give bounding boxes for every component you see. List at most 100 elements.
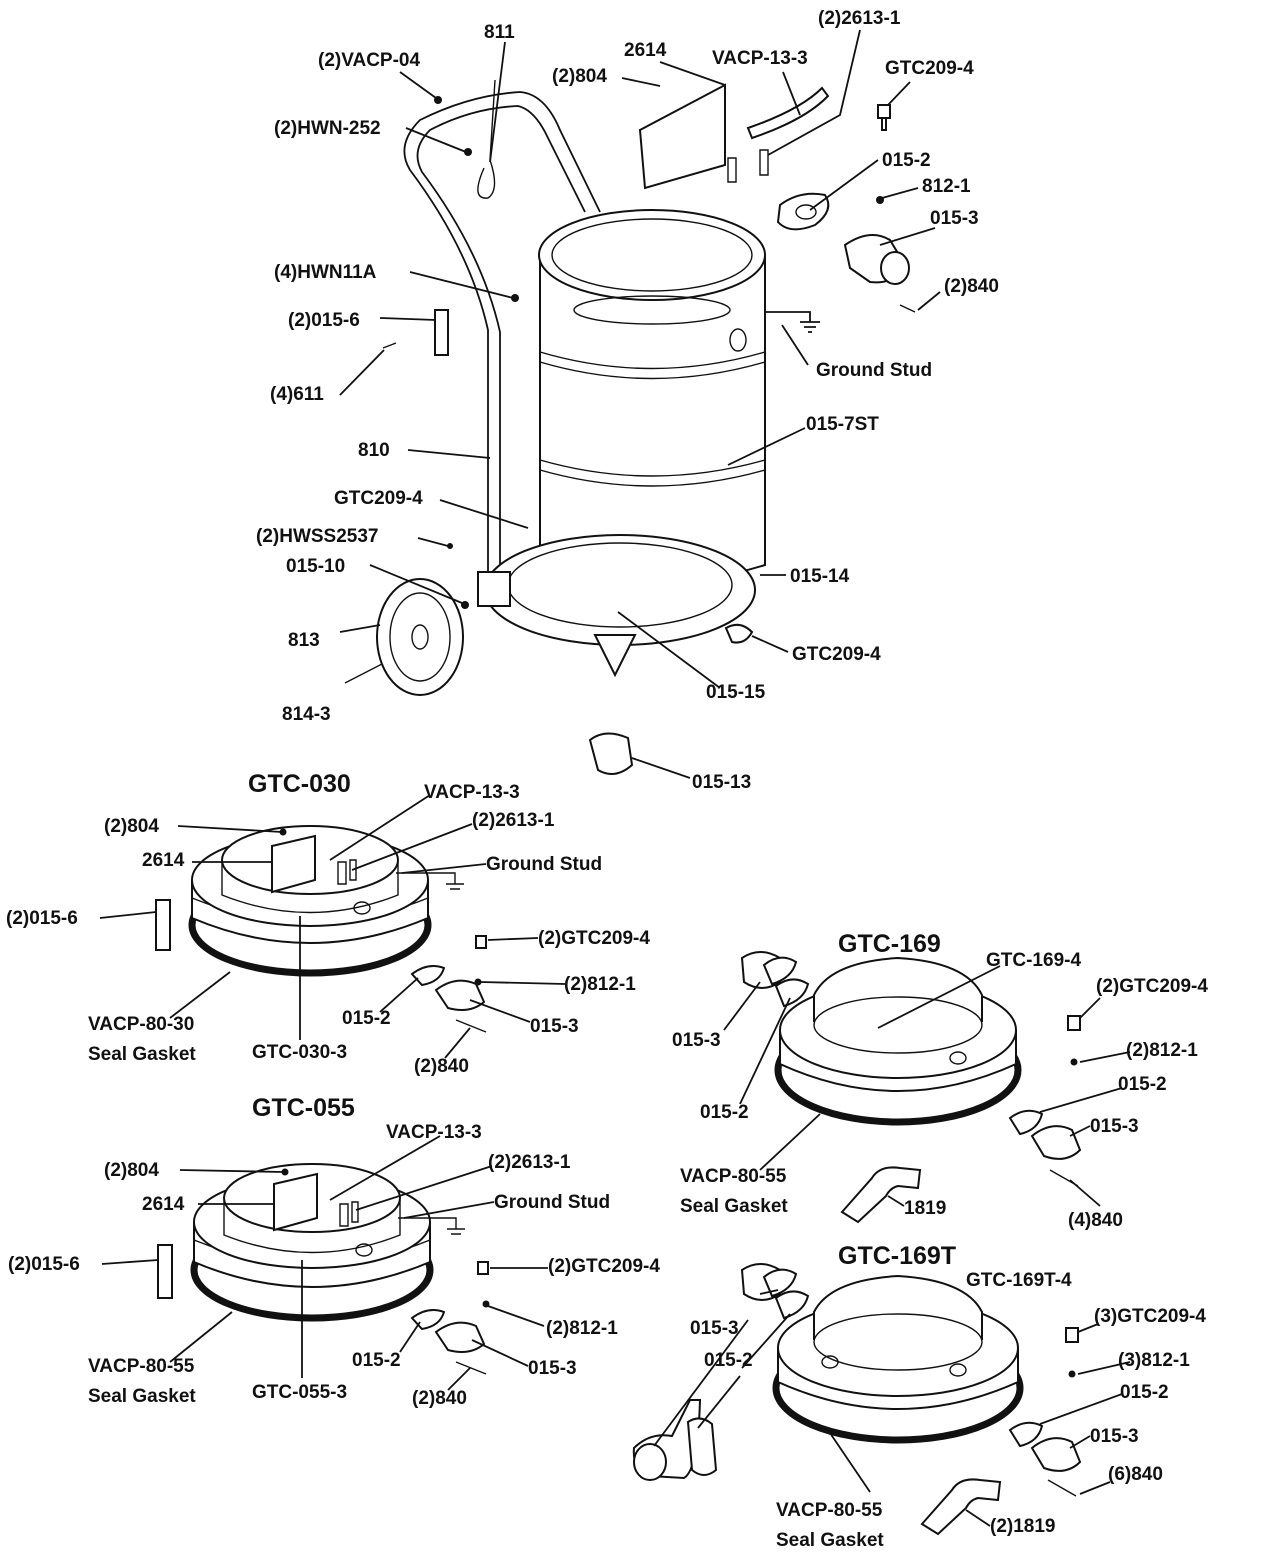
hook-811 <box>477 79 496 199</box>
label-gtc030-812-1: (2)812-1 <box>564 974 636 995</box>
top-assembly: (2)VACP-04 811 2614 (2)804 VACP-13-3 (2)… <box>256 8 999 793</box>
label-gtc055-015-3: 015-3 <box>528 1358 577 1379</box>
label-gtc169t-body: GTC-169T-4 <box>966 1270 1072 1291</box>
ground-stud-symbol <box>765 311 820 333</box>
label-gtc055-gtc209-4: (2)GTC209-4 <box>548 1256 660 1277</box>
label-gtc169-body: GTC-169-4 <box>986 950 1081 971</box>
label-ground-stud: Ground Stud <box>816 360 932 381</box>
strap-vacp-13-3 <box>746 86 830 140</box>
label-gtc169-gasket-name: Seal Gasket <box>680 1196 788 1217</box>
gasket-plate-015-2 <box>776 192 830 231</box>
label-gtc169t-gtc209-4: (3)GTC209-4 <box>1094 1306 1206 1327</box>
label-2613-1: (2)2613-1 <box>818 8 901 29</box>
label-814-3: 814-3 <box>282 704 331 725</box>
label-811: 811 <box>484 22 515 43</box>
gtc-055-assembly: GTC-055 VACP-13-3 <box>8 1094 660 1409</box>
label-gtc030-gasket-part: VACP-80-30 <box>88 1014 194 1035</box>
gtc-030-assembly: GTC-030 VACP-13-3 <box>6 770 650 1077</box>
label-gtc055-vacp-13-3: VACP-13-3 <box>386 1122 482 1143</box>
label-hwss2537: (2)HWSS2537 <box>256 526 379 547</box>
lid-gtc-169t-4 <box>772 1274 1024 1444</box>
label-gtc055-015-2: 015-2 <box>352 1350 401 1371</box>
cart-handle-frame <box>403 91 601 578</box>
label-hwn-252: (2)HWN-252 <box>274 118 381 139</box>
label-gtc055-body: GTC-055-3 <box>252 1382 347 1403</box>
label-gtc055-804: (2)804 <box>104 1160 159 1181</box>
latch-2613-1 <box>727 149 769 183</box>
label-gtc209-4-top: GTC209-4 <box>885 58 974 79</box>
label-gtc055-gasket-part: VACP-80-55 <box>88 1356 195 1377</box>
label-gtc169-840: (4)840 <box>1068 1210 1123 1231</box>
label-015-14: 015-14 <box>790 566 850 587</box>
label-gtc169-015-2-left: 015-2 <box>700 1102 749 1123</box>
label-813: 813 <box>288 630 320 651</box>
label-gtc030-840: (2)840 <box>414 1056 469 1077</box>
lid-gtc-169-4 <box>774 956 1022 1126</box>
label-gtc030-2614: 2614 <box>142 850 185 871</box>
label-gtc169-015-2-right: 015-2 <box>1118 1074 1167 1095</box>
label-015-7st: 015-7ST <box>806 414 879 435</box>
label-gtc055-2613-1: (2)2613-1 <box>488 1152 571 1173</box>
label-gtc169-015-3-right: 015-3 <box>1090 1116 1139 1137</box>
label-015-15: 015-15 <box>706 682 766 703</box>
label-gtc169t-gasket-part: VACP-80-55 <box>776 1500 883 1521</box>
label-2614: 2614 <box>624 40 667 61</box>
label-804: (2)804 <box>552 66 607 87</box>
label-gtc209-4-low: GTC209-4 <box>792 644 881 665</box>
label-hwn11a: (4)HWN11A <box>274 262 377 283</box>
label-gtc055-812-1: (2)812-1 <box>546 1318 618 1339</box>
label-vacp-04: (2)VACP-04 <box>318 50 420 71</box>
label-gtc030-vacp-13-3: VACP-13-3 <box>424 782 520 803</box>
clamp-015-13 <box>588 732 634 775</box>
chute-2614 <box>638 83 726 190</box>
label-gtc030-2613-1: (2)2613-1 <box>472 810 555 831</box>
label-gtc209-4-mid: GTC209-4 <box>334 488 423 509</box>
label-gtc169-015-3-left: 015-3 <box>672 1030 721 1051</box>
label-gtc030-015-2: 015-2 <box>342 1008 391 1029</box>
label-gtc169t-015-3-left: 015-3 <box>690 1318 739 1339</box>
label-015-6: (2)015-6 <box>288 310 360 331</box>
label-015-3: 015-3 <box>930 208 979 229</box>
label-gtc169-1819: 1819 <box>904 1198 946 1219</box>
label-gtc030-ground-stud: Ground Stud <box>486 854 602 875</box>
title-gtc-169: GTC-169 <box>838 930 941 958</box>
elbow-1819 <box>840 1166 922 1224</box>
label-gtc169-gtc209-4: (2)GTC209-4 <box>1096 976 1208 997</box>
title-gtc-169t: GTC-169T <box>838 1242 956 1270</box>
gtc-169-assembly: GTC-169 GTC-169-4 (2)GTC209-4 (2)812-1 <box>672 930 1208 1231</box>
label-gtc055-840: (2)840 <box>412 1388 467 1409</box>
inlet-015-3 <box>843 234 910 285</box>
title-gtc-030: GTC-030 <box>248 770 351 798</box>
label-gtc055-ground-stud: Ground Stud <box>494 1192 610 1213</box>
label-gtc030-gtc209-4: (2)GTC209-4 <box>538 928 650 949</box>
label-840: (2)840 <box>944 276 999 297</box>
label-gtc169t-gasket-name: Seal Gasket <box>776 1530 884 1551</box>
label-gtc169t-1819: (2)1819 <box>990 1516 1056 1537</box>
thumb-screw-gtc209-4 <box>877 104 891 131</box>
gtc-169t-assembly: GTC-169T GTC-169T-4 <box>632 1242 1206 1551</box>
label-812-1: 812-1 <box>922 176 971 197</box>
label-gtc169-gasket-part: VACP-80-55 <box>680 1166 787 1187</box>
label-gtc055-2614: 2614 <box>142 1194 185 1215</box>
label-vacp-13-3: VACP-13-3 <box>712 48 808 69</box>
label-gtc055-gasket-name: Seal Gasket <box>88 1386 196 1407</box>
label-gtc055-015-6: (2)015-6 <box>8 1254 80 1275</box>
wheel-813 <box>376 578 464 696</box>
label-gtc169t-840: (6)840 <box>1108 1464 1163 1485</box>
label-gtc030-015-3: 015-3 <box>530 1016 579 1037</box>
label-015-10: 015-10 <box>286 556 345 577</box>
label-gtc030-gasket-name: Seal Gasket <box>88 1044 196 1065</box>
label-gtc030-body: GTC-030-3 <box>252 1042 347 1063</box>
drum-015-7ST <box>538 209 766 584</box>
lid-gtc-055-3 <box>190 1163 434 1322</box>
caster-gtc209-4 <box>724 623 754 644</box>
label-gtc169t-015-2-right: 015-2 <box>1120 1382 1169 1403</box>
label-611: (4)611 <box>270 384 324 405</box>
label-gtc169t-812-1: (3)812-1 <box>1118 1350 1190 1371</box>
label-015-13: 015-13 <box>692 772 751 793</box>
label-gtc030-015-6: (2)015-6 <box>6 908 78 929</box>
title-gtc-055: GTC-055 <box>252 1094 355 1122</box>
elbow-1819-pair <box>920 1478 1002 1536</box>
label-gtc030-804: (2)804 <box>104 816 159 837</box>
